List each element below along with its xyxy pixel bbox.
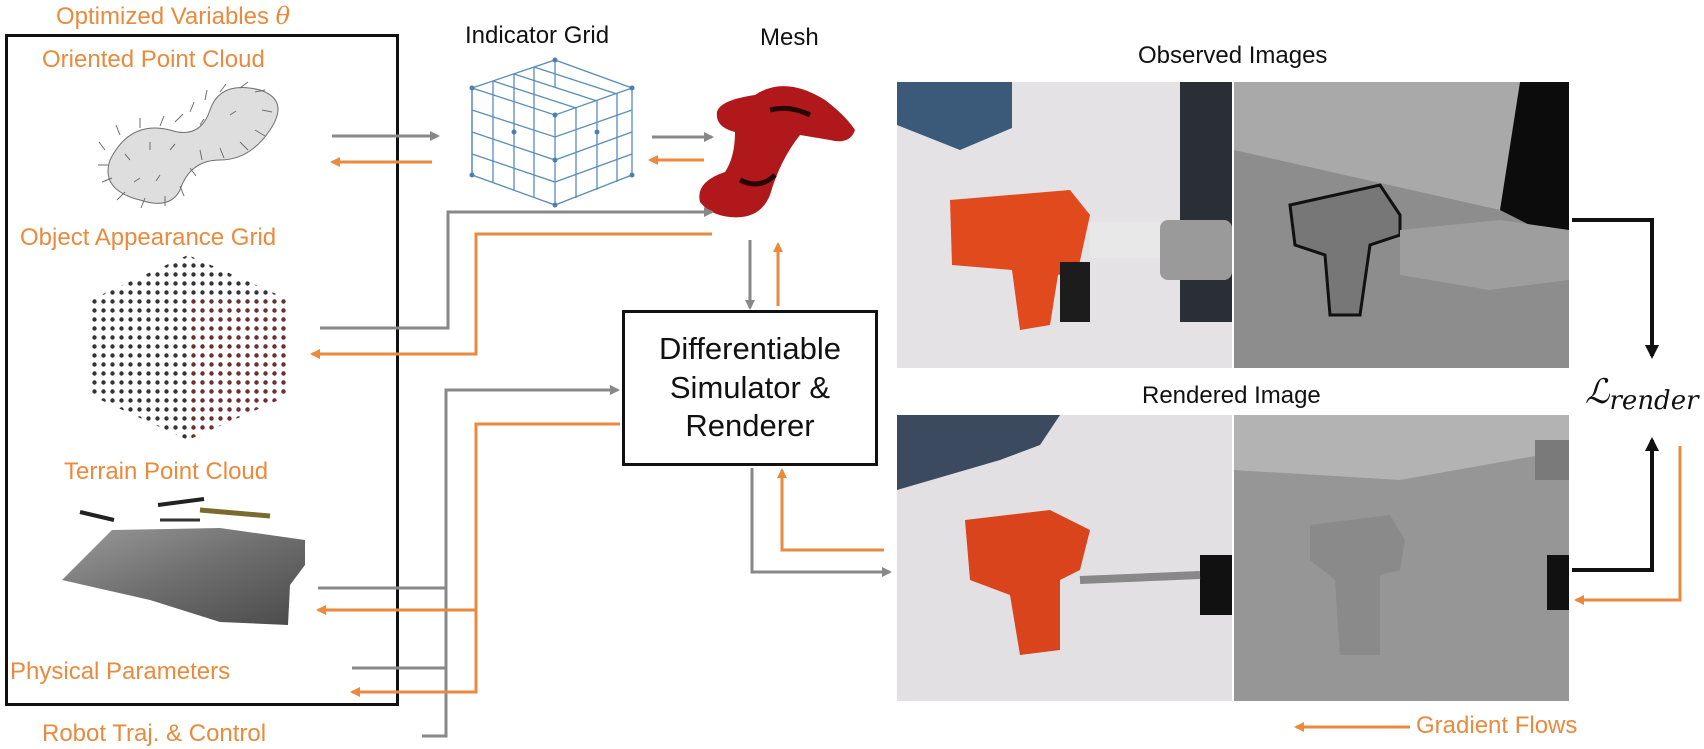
rendered-depth-image <box>1234 415 1569 701</box>
simulator-line-1: Differentiable <box>658 330 842 366</box>
optimized-variables-title: Optimized Variables θ <box>56 2 291 30</box>
indicator-grid-image <box>469 57 635 208</box>
rendered-rgb-image <box>897 415 1232 701</box>
rendered-image-label: Rendered Image <box>1142 382 1321 409</box>
object-appearance-grid-label: Object Appearance Grid <box>20 224 277 251</box>
render-loss-symbol: ℒrender <box>1585 372 1699 416</box>
object-appearance-grid-image <box>90 255 290 440</box>
loss-arrows <box>1572 218 1659 572</box>
observed-depth-image <box>1234 82 1569 368</box>
theta-symbol: θ <box>275 2 291 30</box>
mesh-image <box>699 86 855 218</box>
mesh-label: Mesh <box>760 24 819 51</box>
robot-traj-control-label: Robot Traj. & Control <box>42 720 267 747</box>
oriented-point-cloud-label: Oriented Point Cloud <box>42 46 265 73</box>
physical-parameters-label: Physical Parameters <box>10 658 231 685</box>
optimized-variables-box <box>5 34 399 706</box>
oriented-point-cloud-image <box>98 81 279 209</box>
simulator-line-3: Renderer <box>685 408 815 444</box>
terrain-point-cloud-label: Terrain Point Cloud <box>64 458 269 485</box>
forward-flow-arrows <box>318 131 892 738</box>
indicator-grid-label: Indicator Grid <box>465 22 610 49</box>
differentiable-simulator-renderer-box: Differentiable Simulator & Renderer <box>622 310 878 466</box>
terrain-point-cloud-image <box>62 497 305 625</box>
observed-images-label: Observed Images <box>1138 42 1328 69</box>
observed-rgb-image <box>897 82 1232 368</box>
gradient-flow-arrows <box>310 155 1682 732</box>
gradient-flows-legend-label: Gradient Flows <box>1416 712 1578 739</box>
simulator-line-2: Simulator & <box>669 369 831 405</box>
